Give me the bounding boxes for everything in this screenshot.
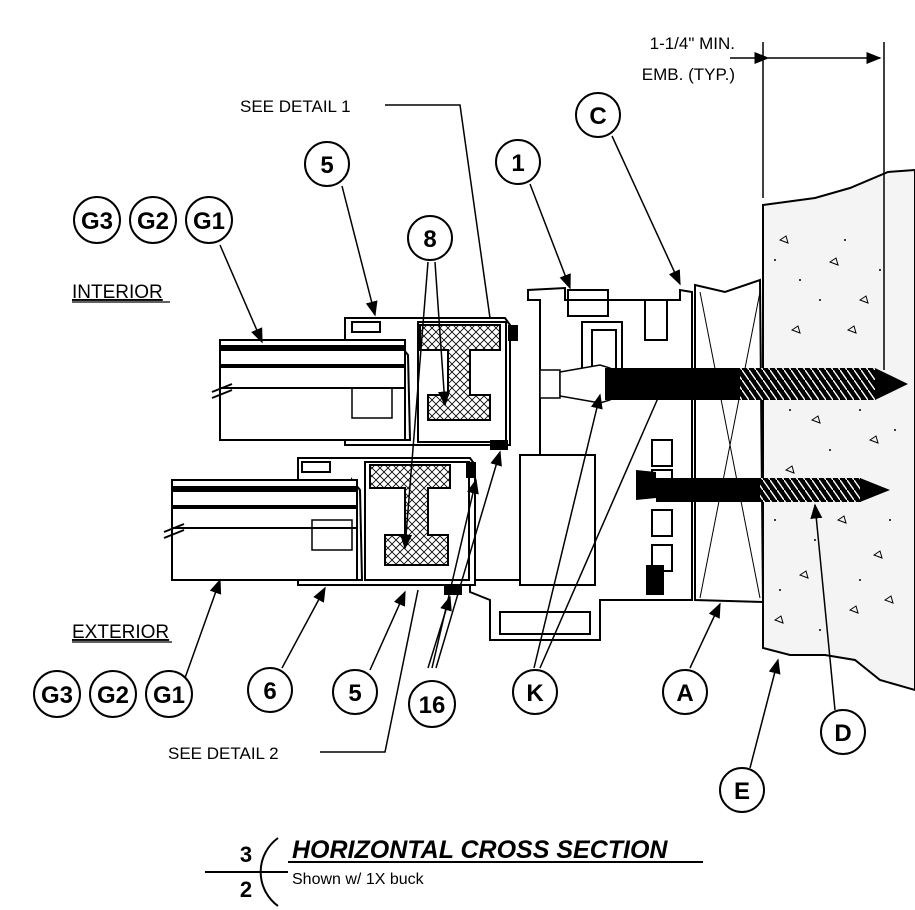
- embedment-dimension: [730, 42, 885, 370]
- svg-text:6: 6: [263, 678, 276, 705]
- callout-g3-top: G3: [81, 208, 113, 235]
- see-detail-1-note: SEE DETAIL 1: [240, 97, 351, 116]
- svg-text:1: 1: [511, 150, 524, 177]
- anchor-screw-lower: [636, 470, 890, 502]
- concrete-wall: [762, 168, 915, 692]
- callout-leaders: [184, 135, 836, 769]
- callout-5-bottom: 5: [332, 669, 378, 715]
- callout-5-top: 5: [304, 141, 350, 187]
- svg-text:D: D: [834, 720, 851, 747]
- callout-d: D: [820, 709, 866, 755]
- detail-title-block: 3 2 HORIZONTAL CROSS SECTION Shown w/ 1X…: [205, 836, 703, 907]
- dimension-note-line1: 1-1/4" MIN.: [650, 34, 735, 53]
- svg-text:C: C: [589, 103, 606, 130]
- svg-text:5: 5: [348, 680, 361, 707]
- svg-text:5: 5: [320, 152, 333, 179]
- section-title: HORIZONTAL CROSS SECTION: [292, 836, 668, 864]
- callout-g1-top: G1: [193, 208, 225, 235]
- detail-number: 3: [240, 842, 252, 867]
- see-detail-2-note: SEE DETAIL 2: [168, 744, 279, 763]
- callout-g2-top: G2: [137, 208, 169, 235]
- svg-text:A: A: [676, 680, 693, 707]
- see-detail-1-leader: [385, 104, 491, 319]
- interior-label: INTERIOR: [72, 282, 163, 303]
- svg-text:8: 8: [423, 226, 436, 253]
- svg-text:E: E: [734, 778, 750, 805]
- callout-8: 8: [407, 215, 453, 261]
- callout-g2-bottom: G2: [97, 682, 129, 709]
- exterior-label: EXTERIOR: [72, 622, 169, 643]
- svg-text:K: K: [526, 680, 544, 707]
- weatherstrip-gaskets: [444, 325, 664, 595]
- callout-6: 6: [247, 667, 293, 713]
- callout-16: 16: [408, 680, 456, 728]
- callout-e: E: [719, 767, 765, 813]
- section-subtitle: Shown w/ 1X buck: [292, 871, 425, 888]
- glass-callout-bottom: G3 G2 G1: [33, 670, 193, 718]
- see-detail-2-leader: [320, 589, 419, 753]
- callout-1: 1: [495, 139, 541, 185]
- callout-g1-bottom: G1: [153, 682, 185, 709]
- wood-buck: [694, 278, 765, 604]
- anchor-screw-upper: [539, 364, 908, 404]
- glass-callout-top: G3 G2 G1: [73, 196, 233, 244]
- callout-a: A: [662, 669, 708, 715]
- callout-c: C: [575, 92, 621, 138]
- dimension-note-line2: EMB. (TYP.): [642, 65, 735, 84]
- svg-text:16: 16: [419, 692, 446, 719]
- callout-k: K: [512, 669, 558, 715]
- callout-g3-bottom: G3: [41, 682, 73, 709]
- sheet-number: 2: [240, 877, 252, 902]
- interior-glass-unit: [211, 339, 406, 441]
- exterior-glass-unit: [163, 479, 358, 581]
